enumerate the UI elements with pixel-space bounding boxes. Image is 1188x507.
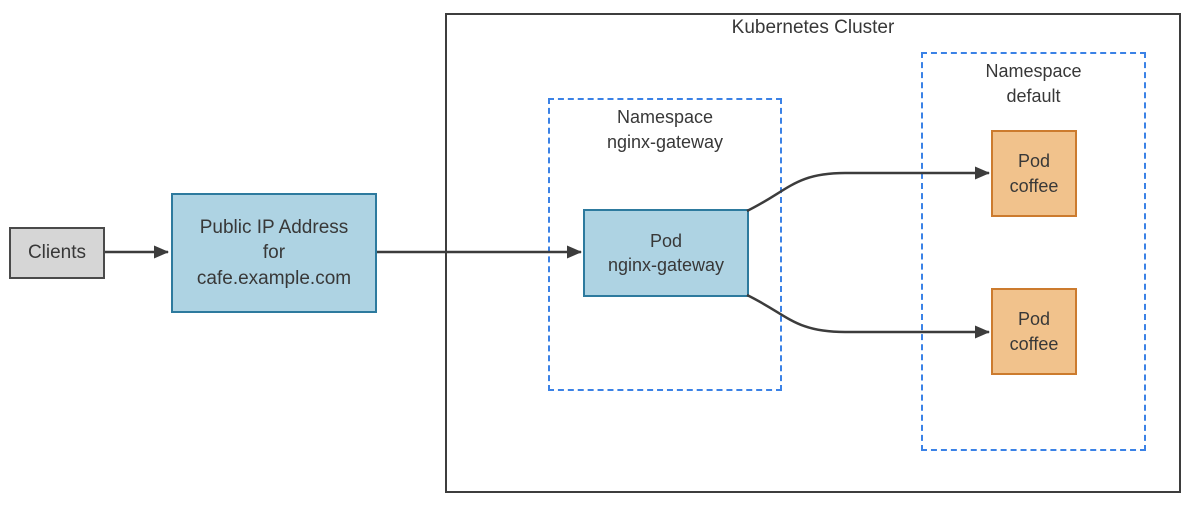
namespace-nginx-gateway-box: Namespace nginx-gateway <box>548 98 782 391</box>
kubernetes-cluster-title: Kubernetes Cluster <box>731 17 895 38</box>
namespace-nginx-gateway-label: Namespace nginx-gateway <box>606 107 724 153</box>
public-ip-node: Public IP Address for cafe.example.com <box>171 193 377 313</box>
namespace-default-label: Namespace default <box>985 61 1082 107</box>
pod-nginx-gateway-node: Pod nginx-gateway <box>583 209 749 297</box>
clients-node: Clients <box>9 227 105 279</box>
pod-coffee-top-node: Pod coffee <box>991 130 1077 217</box>
pod-coffee-bottom-node: Pod coffee <box>991 288 1077 375</box>
namespace-default-box: Namespace default <box>921 52 1146 451</box>
